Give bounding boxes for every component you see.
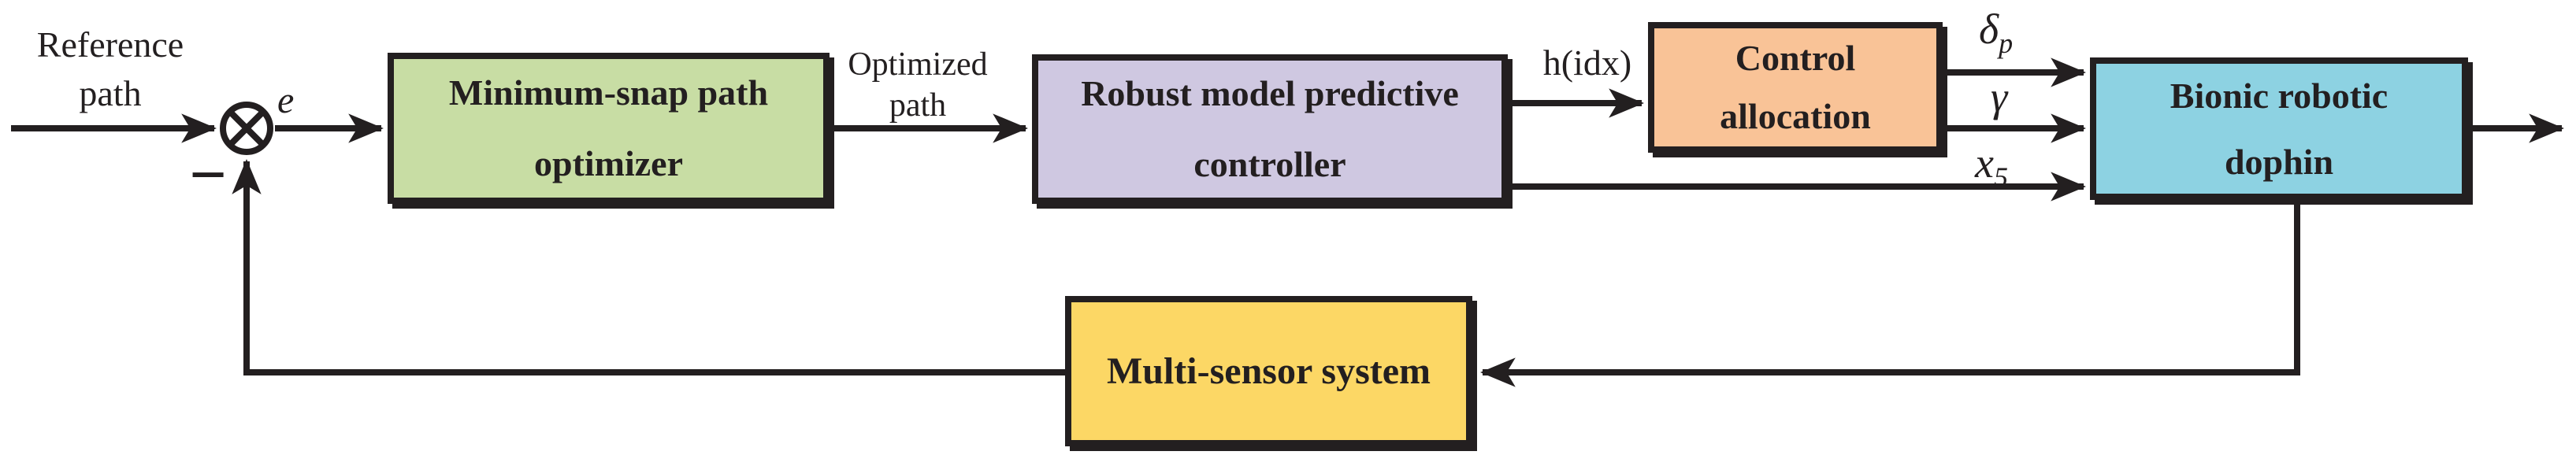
optimizer-label-line2: optimizer — [533, 143, 684, 183]
optimized-path-label-line2: path — [889, 87, 947, 124]
robust-mpc-box: Robust model predictive controller — [1032, 54, 1508, 204]
gamma-label: γ — [1991, 73, 2008, 120]
dolphin-label-line1: Bionic robotic — [2170, 75, 2389, 116]
summing-junction-cross-icon — [228, 109, 265, 147]
allocation-label-line2: allocation — [1720, 96, 1871, 136]
feedback-to-junction-arrow — [232, 159, 1065, 375]
multi-sensor-system-box: Multi-sensor system — [1065, 296, 1472, 446]
error-signal-label: e — [277, 80, 295, 121]
delta-p-base: δ — [1979, 6, 1999, 53]
optimizer-label-line1: Minimum-snap path — [448, 72, 769, 113]
allocation-label-line1: Control — [1735, 38, 1856, 78]
reference-path-label-line2: path — [79, 73, 142, 113]
optimized-path-label: Optimized path — [819, 44, 1016, 126]
bionic-robotic-dolphin-box: Bionic robotic dophin — [2090, 57, 2468, 200]
delta-p-label: δp — [1979, 5, 2013, 60]
controller-label-line1: Robust model predictive — [1081, 73, 1459, 113]
summing-junction — [220, 102, 273, 155]
control-allocation-box: Control allocation — [1648, 22, 1943, 153]
optimized-path-label-line1: Optimized — [848, 46, 988, 83]
x5-subscript: 5 — [1993, 161, 2008, 193]
reference-path-label-line1: Reference — [36, 24, 184, 65]
feedback-to-sensor-arrow — [1480, 198, 2300, 387]
reference-path-label: Reference path — [12, 20, 209, 118]
dolphin-label-line2: dophin — [2224, 141, 2334, 182]
delta-p-subscript: p — [1999, 28, 2014, 59]
x5-label: x5 — [1975, 139, 2008, 194]
h-idx-label: h(idx) — [1542, 43, 1632, 83]
sensor-label-line1: Multi-sensor system — [1106, 350, 1431, 392]
minus-sign-label: − — [189, 139, 227, 212]
controller-label-line2: controller — [1193, 144, 1346, 184]
x5-base: x — [1975, 139, 1994, 187]
minimum-snap-path-optimizer-box: Minimum-snap path optimizer — [388, 53, 830, 204]
